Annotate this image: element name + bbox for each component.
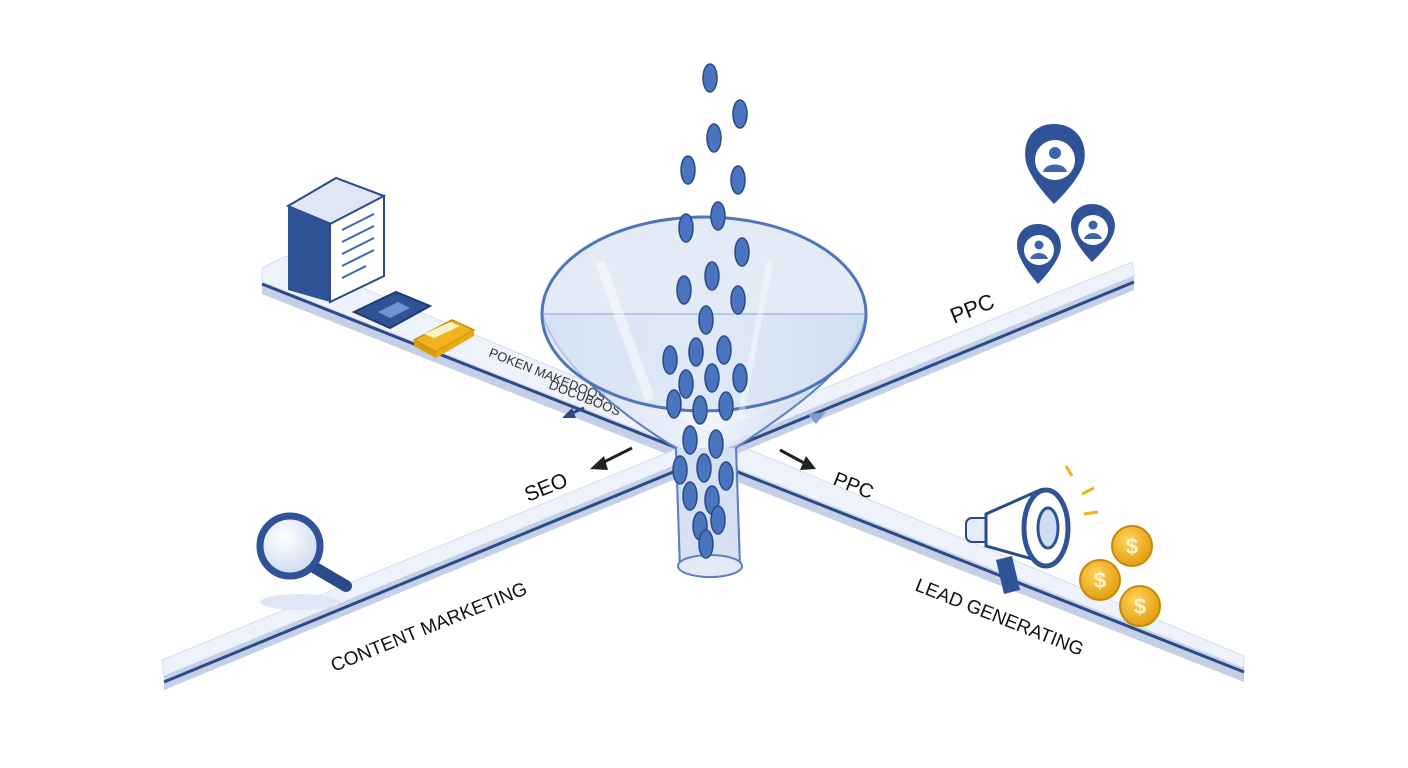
arrow-small-right-icon xyxy=(808,412,826,424)
token xyxy=(716,335,732,365)
magnifying-glass-icon xyxy=(256,512,352,610)
token xyxy=(676,275,692,305)
token xyxy=(682,425,698,455)
token xyxy=(688,337,704,367)
token xyxy=(692,395,708,425)
token xyxy=(734,237,750,267)
token xyxy=(710,201,726,231)
token xyxy=(732,363,748,393)
dollar-coin-icon: $ xyxy=(1079,559,1121,601)
dollar-coin-icon: $ xyxy=(1111,525,1153,567)
svg-text:$: $ xyxy=(1134,594,1146,619)
arrow-right-icon xyxy=(779,448,816,470)
token xyxy=(704,261,720,291)
token xyxy=(718,391,734,421)
token xyxy=(696,453,712,483)
token xyxy=(730,285,746,315)
svg-text:$: $ xyxy=(1126,534,1138,559)
dollar-coin-icon: $ xyxy=(1119,585,1161,627)
token xyxy=(698,529,714,559)
arrow-left-icon xyxy=(590,446,633,470)
token xyxy=(706,123,722,153)
token xyxy=(666,389,682,419)
user-location-pin-icon xyxy=(1025,124,1085,204)
svg-text:$: $ xyxy=(1094,568,1106,593)
token xyxy=(704,363,720,393)
user-location-pin-icon xyxy=(1070,204,1115,262)
token xyxy=(708,429,724,459)
token xyxy=(710,505,726,535)
megaphone-icon xyxy=(965,465,1099,594)
token xyxy=(732,99,748,129)
user-location-pin-icon xyxy=(1016,224,1061,284)
token xyxy=(682,481,698,511)
book-stack-icon xyxy=(285,176,387,304)
token xyxy=(678,213,694,243)
token xyxy=(718,461,734,491)
folder-icon xyxy=(412,319,476,358)
token xyxy=(662,345,678,375)
token xyxy=(730,165,746,195)
token xyxy=(680,155,696,185)
falling-tokens xyxy=(662,63,750,559)
arrow-small-left-icon xyxy=(562,406,585,418)
token xyxy=(672,455,688,485)
document-icon xyxy=(351,290,433,330)
token xyxy=(678,369,694,399)
token xyxy=(698,305,714,335)
token xyxy=(702,63,718,93)
